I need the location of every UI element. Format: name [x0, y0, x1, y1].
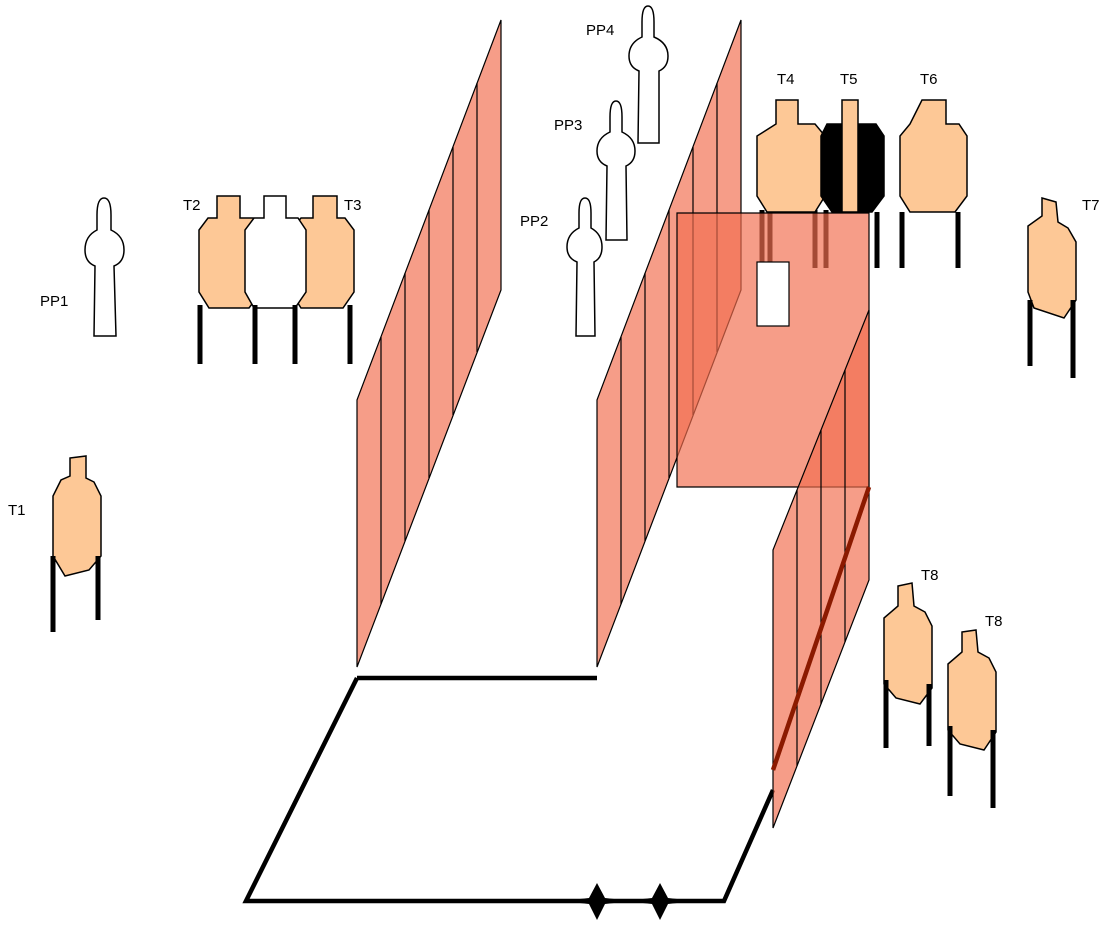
target-t7-body: [1027, 197, 1077, 319]
popper-pp2: [566, 197, 603, 337]
popper-pp2-body: [566, 197, 603, 337]
left-wall: [356, 19, 502, 668]
label-t1: T1: [8, 502, 26, 519]
box-outline: [242, 676, 776, 904]
target-t1: [50, 455, 102, 632]
label-t8b: T8: [985, 613, 1003, 630]
target-t5-body: [841, 99, 859, 213]
four-point-star-icon: [625, 883, 695, 920]
target-t7: [1027, 197, 1077, 378]
shooting-box: [242, 675, 776, 904]
target-t6: [899, 99, 968, 268]
no-shoot-center: [244, 195, 307, 309]
target-t8b: [947, 629, 997, 808]
label-t7: T7: [1082, 197, 1100, 214]
label-t8a: T8: [921, 567, 939, 584]
label-t4: T4: [777, 71, 795, 88]
four-point-star-icon: [562, 883, 632, 920]
popper-pp1: [84, 197, 125, 337]
label-pp1: PP1: [40, 293, 68, 310]
fault-line: [770, 486, 872, 771]
popper-pp3-body: [596, 100, 636, 241]
popper-pp4-body: [628, 5, 669, 144]
label-pp4: PP4: [586, 22, 614, 39]
target-group-t2-t3: [197, 195, 355, 364]
popper-pp1-body: [84, 197, 125, 337]
label-t3: T3: [344, 197, 362, 214]
target-t6-body: [899, 99, 968, 213]
target-t1-body: [52, 455, 102, 577]
target-t4-body: [756, 99, 826, 213]
popper-pp4: [628, 5, 669, 144]
label-pp3: PP3: [554, 117, 582, 134]
target-t5: [820, 99, 885, 268]
target-t8b-body: [947, 629, 997, 751]
window-opening: [756, 261, 790, 327]
popper-pp3: [596, 100, 636, 241]
target-t8a-body: [883, 582, 933, 705]
label-t5: T5: [840, 71, 858, 88]
label-t2: T2: [183, 197, 201, 214]
right-wall: [770, 309, 872, 829]
target-t8a: [883, 582, 933, 748]
label-pp2: PP2: [520, 213, 548, 230]
back-room-wall: [676, 212, 870, 488]
start-markers: [562, 883, 695, 920]
labels: T1 T2 T3 T4 T5 T6 T7 T8 T8 PP1 PP2 PP3 P…: [8, 22, 1100, 630]
label-t6: T6: [920, 71, 938, 88]
